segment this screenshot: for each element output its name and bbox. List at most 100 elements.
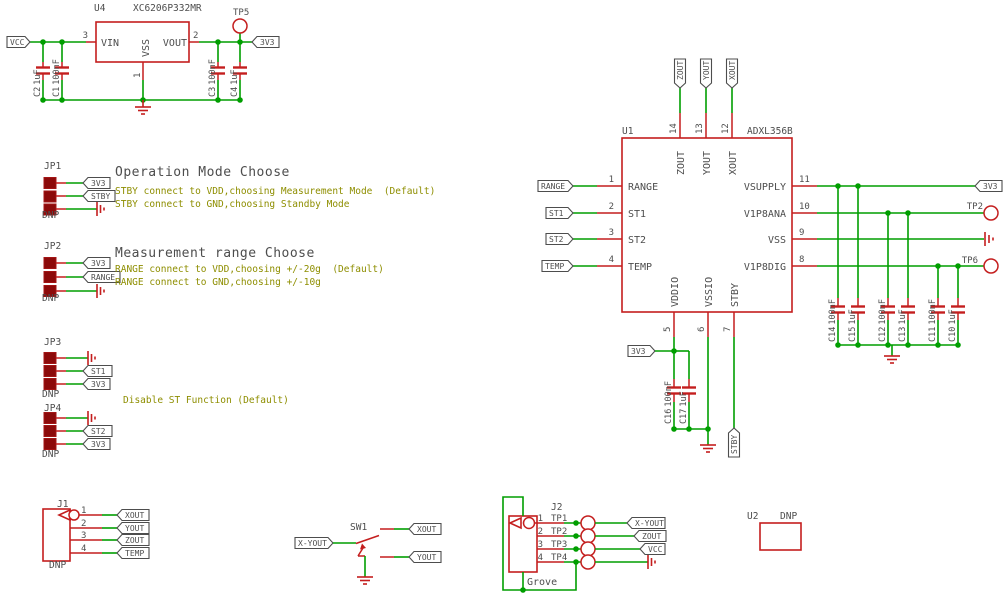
jumper-pad xyxy=(43,177,57,189)
svg-text:ZOUT: ZOUT xyxy=(125,536,144,545)
pin-name: V1P8DIG xyxy=(744,262,786,273)
svg-text:3V3: 3V3 xyxy=(260,38,275,47)
cap-label: C3100nF xyxy=(208,59,218,97)
testpoint-circle xyxy=(580,541,596,557)
net-flag-3v3: 3V3 xyxy=(82,176,111,190)
cap-label: C14100nF xyxy=(828,299,838,342)
svg-text:TP6: TP6 xyxy=(962,256,978,266)
jumper-pad xyxy=(43,412,57,424)
cap-label: C11100nF xyxy=(928,299,938,342)
net-flag-range: RANGE xyxy=(82,270,121,284)
svg-text:RANGE: RANGE xyxy=(91,273,115,282)
pin-number: 1 xyxy=(133,73,143,78)
pin-name: ST1 xyxy=(628,209,646,220)
net-flag-yout: YOUT xyxy=(408,550,442,564)
net-flag-3v3: 3V3 xyxy=(82,256,111,270)
pin-name: STBY xyxy=(730,283,741,307)
cap-label: C151uF xyxy=(848,309,858,342)
jumper-pad xyxy=(43,352,57,364)
net-flag-zout: ZOUT xyxy=(673,58,687,89)
switch-actuator xyxy=(357,543,366,557)
pin-number: 14 xyxy=(669,123,679,134)
ground-symbol xyxy=(96,284,105,298)
pin-name: YOUT xyxy=(702,151,713,175)
testpoint-label: TP4 xyxy=(551,553,567,563)
jumper-pad xyxy=(43,190,57,203)
svg-text:TEMP: TEMP xyxy=(545,262,564,271)
net-flag-zout: ZOUT xyxy=(633,529,667,543)
capacitor-c14: C14100nF xyxy=(828,186,845,345)
net-flag-st1: ST1 xyxy=(545,206,574,220)
pin-number: 11 xyxy=(799,175,810,185)
pin1-circle xyxy=(68,509,80,521)
net-flag-3v3: 3V3 xyxy=(251,35,280,49)
pin-number: 4 xyxy=(81,544,86,554)
net-flag-st2: ST2 xyxy=(545,232,574,246)
testpoint-label: TP3 xyxy=(551,540,567,550)
capacitor-c17: C171uF xyxy=(679,351,696,429)
dnp-label: DNP xyxy=(42,389,59,400)
pin-number: 6 xyxy=(697,327,707,332)
u1-body xyxy=(621,137,793,313)
dnp-label: DNP xyxy=(49,560,66,571)
capacitor-c3: C3100nF xyxy=(208,42,225,100)
grove-label: Grove xyxy=(527,577,557,588)
svg-text:3V3: 3V3 xyxy=(983,182,998,191)
svg-text:XOUT: XOUT xyxy=(728,61,737,80)
capacitor-c16: C16100nF xyxy=(664,379,681,429)
pin-name-vss: VSS xyxy=(141,39,152,57)
testpoint-circle xyxy=(580,515,596,531)
dnp-label: DNP xyxy=(42,449,59,460)
cap-label: C16100nF xyxy=(664,381,674,424)
st-function-note: Disable ST Function (Default) xyxy=(123,395,289,406)
pin-number: 1 xyxy=(81,506,86,516)
jp4-section: JP4 ST2 3V3 DNP Disable ST Function (Def… xyxy=(42,395,289,460)
pin-name: TEMP xyxy=(628,262,652,273)
net-flag-xout: XOUT xyxy=(116,508,150,522)
svg-text:ST1: ST1 xyxy=(549,209,564,218)
jumper-pad xyxy=(43,271,57,283)
u1-bottom-pins: 5 6 7 VDDIO VSSIO STBY 3V3 C16100nF xyxy=(627,277,741,458)
shield-loop-wire xyxy=(502,496,577,591)
svg-text:YOUT: YOUT xyxy=(702,61,711,80)
svg-text:ZOUT: ZOUT xyxy=(642,532,661,541)
pin-number: 1 xyxy=(538,514,543,524)
net-flag-3v3: 3V3 xyxy=(82,437,111,451)
pin-number: 3 xyxy=(609,228,614,238)
pin-name: XOUT xyxy=(728,151,739,175)
jp2-section: JP2 3V3 RANGE DNP Measurement range Choo… xyxy=(42,241,384,304)
net-flag-xout: XOUT xyxy=(725,58,739,89)
net-flag-stby: STBY xyxy=(82,189,116,203)
jp1-note1: STBY connect to VDD,choosing Measurement… xyxy=(115,186,435,197)
u1-part-number: ADXL356B xyxy=(747,126,793,137)
jp4-ref: JP4 xyxy=(44,403,61,414)
svg-text:3V3: 3V3 xyxy=(91,259,106,268)
jp2-ref: JP2 xyxy=(44,241,61,252)
jumper-pad xyxy=(43,378,57,390)
net-flag-3v3: 3V3 xyxy=(627,344,656,358)
pin-name: VSS xyxy=(768,235,786,246)
pin-number: 4 xyxy=(538,553,543,563)
pin-number: 2 xyxy=(538,527,543,537)
testpoint-label: TP1 xyxy=(551,514,567,524)
jp3-ref: JP3 xyxy=(44,337,61,348)
testpoint-circle xyxy=(580,554,596,570)
jumper-pad xyxy=(43,365,57,377)
jumper-pad xyxy=(43,257,57,269)
u1-left-pins: 1 2 3 4 RANGE ST1 ST2 TEMP RANGE ST1 ST2 xyxy=(537,175,658,273)
svg-text:VCC: VCC xyxy=(648,545,663,554)
pin-number: 3 xyxy=(81,531,86,541)
svg-text:3V3: 3V3 xyxy=(91,380,106,389)
cap-label: C101uF xyxy=(948,309,958,342)
u1-ref: U1 xyxy=(622,126,634,137)
u1-right-pins: 11 10 9 8 VSUPPLY V1P8ANA VSS V1P8DIG 3V… xyxy=(744,175,1003,274)
ground-symbol xyxy=(700,444,716,453)
jumper-pad xyxy=(43,438,57,450)
switch-arm xyxy=(355,534,380,545)
regulator-part-number: XC6206P332MR xyxy=(133,3,202,14)
j2-section: J2 1 2 3 4 TP1 TP2 TP3 TP4 xyxy=(502,496,667,593)
pin-number: 1 xyxy=(609,175,614,185)
pin-name: VSSIO xyxy=(704,277,715,307)
net-flag-temp: TEMP xyxy=(541,259,574,273)
